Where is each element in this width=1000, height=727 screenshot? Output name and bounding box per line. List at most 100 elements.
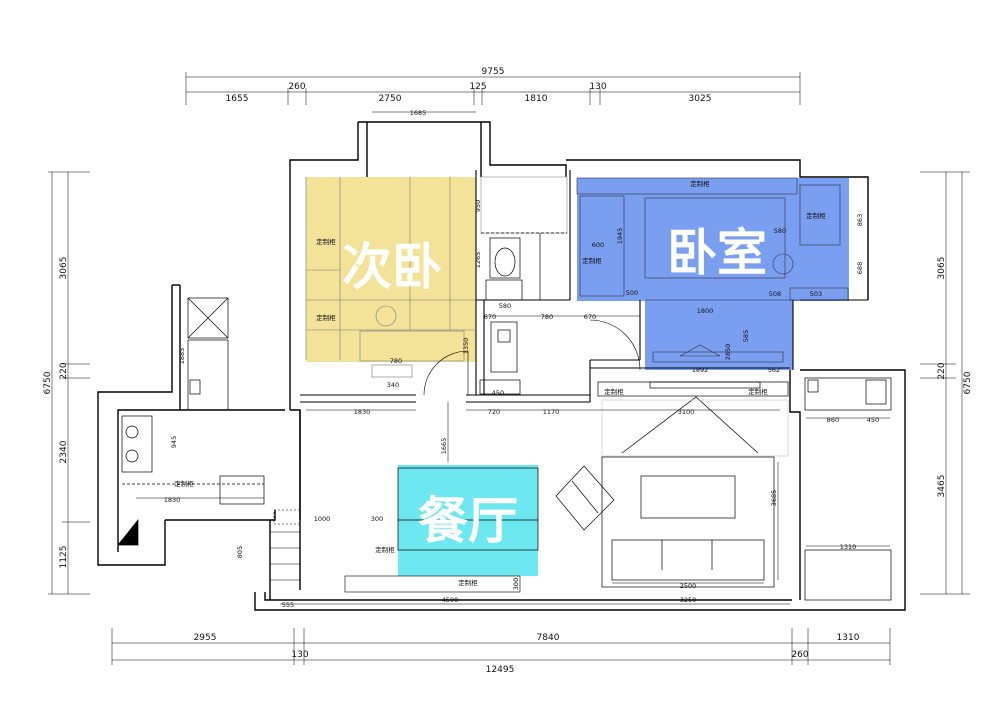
dining-table [397,467,539,551]
dimension-lines [48,72,970,665]
label-bottom-300: 300 [512,578,520,590]
label-stair-555: 555 [282,601,294,609]
dim-top-6: 3025 [689,94,712,104]
label-bath-720: 720 [488,408,500,416]
label-master-863: 863 [856,214,864,226]
label-cabinet-master-left: 定制柜 [582,256,602,265]
label-master-2850: 2850 [724,344,732,361]
walls [97,121,906,611]
dim-bottom-2: 1310 [837,633,860,643]
label-cabinet-living-a: 定制柜 [604,387,624,396]
label-living-3100: 3100 [678,408,695,416]
label-balcony-860: 860 [827,416,839,424]
label-kitchen-945: 945 [170,436,178,448]
label-bottom-4590: 4590 [442,596,459,604]
label-balcony-450: 450 [867,416,879,424]
label-balcony-1310: 1310 [840,543,857,551]
label-living-3685: 3685 [770,490,778,507]
dim-left-3: 1125 [59,546,69,569]
label-stair-300: 300 [371,515,383,523]
room-name-master-bedroom: 卧室 [667,224,767,282]
label-cabinet-master-right: 定制柜 [806,211,826,220]
label-master-503: 503 [810,290,822,298]
label-master-580: 580 [774,227,786,235]
label-cabinet-bottom: 定制柜 [458,578,478,587]
dim-left-0: 3065 [59,257,69,280]
balcony-right-fixtures [799,377,892,601]
kitchen-fixtures [117,297,265,546]
label-master-600: 600 [592,241,604,249]
label-bath-450: 450 [492,389,504,397]
label-cabinet-living-b: 定制柜 [748,387,768,396]
dim-top-0: 1655 [226,94,249,104]
dim-left-total: 6750 [43,371,53,394]
label-bath-950: 950 [474,200,482,212]
dim-top-total: 9755 [482,67,505,77]
dim-top-3: 125 [469,82,486,92]
dim-right-0: 3065 [937,257,947,280]
dim-left-1: 220 [59,362,69,379]
label-master-1800: 1800 [697,307,714,315]
dim-top-1: 260 [288,82,305,92]
label-kitchen-1885: 1885 [178,348,186,365]
master-bedroom-fill-b [645,300,793,370]
bathroom-fixtures [479,176,568,395]
bedroom2-furniture [305,177,476,378]
label-cabinet-bed2-b: 定制柜 [316,313,336,322]
dim-bottom-sub-1: 260 [791,650,808,660]
label-bath-780: 780 [541,313,553,321]
inner-labels: 1685 定制柜 定制柜 780 340 1830 1350 950 1265 … [164,109,879,609]
dim-bottom-0: 2955 [194,633,217,643]
room-name-second-bedroom: 次卧 [342,238,442,296]
dim-bottom-1: 7840 [537,633,560,643]
label-kitchen-1830: 1830 [164,496,181,504]
label-bath-580: 580 [499,302,511,310]
label-master-500: 500 [626,289,638,297]
dim-right-1: 220 [937,362,947,379]
dining-fill [398,465,538,576]
dim-top-4: 1810 [525,94,548,104]
label-bath-670b: 670 [584,313,596,321]
label-stair-805: 805 [236,546,244,558]
stairs [270,509,521,593]
label-cabinet-stair: 定制柜 [375,545,395,554]
dim-top-5: 130 [589,82,606,92]
label-cabinet-master-top: 定制柜 [690,179,710,188]
bathroom-door [589,319,641,371]
label-bed2-1830: 1830 [354,408,371,416]
label-bath-670a: 670 [484,313,496,321]
dim-bottom-sub-0: 130 [291,650,308,660]
label-bed2-door: 780 [390,357,402,365]
label-master-562: 562 [768,366,780,374]
label-master-1945: 1945 [616,228,624,245]
dim-right-total: 6750 [963,371,973,394]
label-master-585: 585 [742,330,750,342]
label-cabinet-kitchen: 定制柜 [174,479,194,488]
label-balcony-top: 1685 [410,109,427,117]
label-bath-1170: 1170 [543,408,560,416]
label-bed2-1350: 1350 [462,338,470,355]
room-name-dining: 餐厅 [418,492,518,550]
master-furniture [576,177,849,363]
bedroom2-door [423,350,469,396]
label-bath-1265: 1265 [474,252,482,269]
dimension-labels: 9755 1655 260 2750 125 1810 130 3025 295… [43,67,973,675]
label-bottom-3250: 3250 [680,596,697,604]
dim-right-2: 3465 [937,475,947,498]
label-bed2-340: 340 [387,381,399,389]
label-master-688: 688 [856,262,864,274]
label-corr-1665: 1665 [440,438,448,455]
label-stair-1000: 1000 [314,515,331,523]
label-sofa-2500: 2500 [680,582,697,590]
dim-bottom-total: 12495 [486,665,515,675]
label-master-508: 508 [769,290,781,298]
master-bedroom-fill-a [577,178,849,301]
living-furniture [555,381,789,588]
dim-top-2: 2750 [379,94,402,104]
dim-left-2: 2340 [59,440,69,463]
interior-walls [300,170,868,403]
label-master-1892: 1892 [692,366,709,374]
label-cabinet-bed2-a: 定制柜 [316,237,336,246]
